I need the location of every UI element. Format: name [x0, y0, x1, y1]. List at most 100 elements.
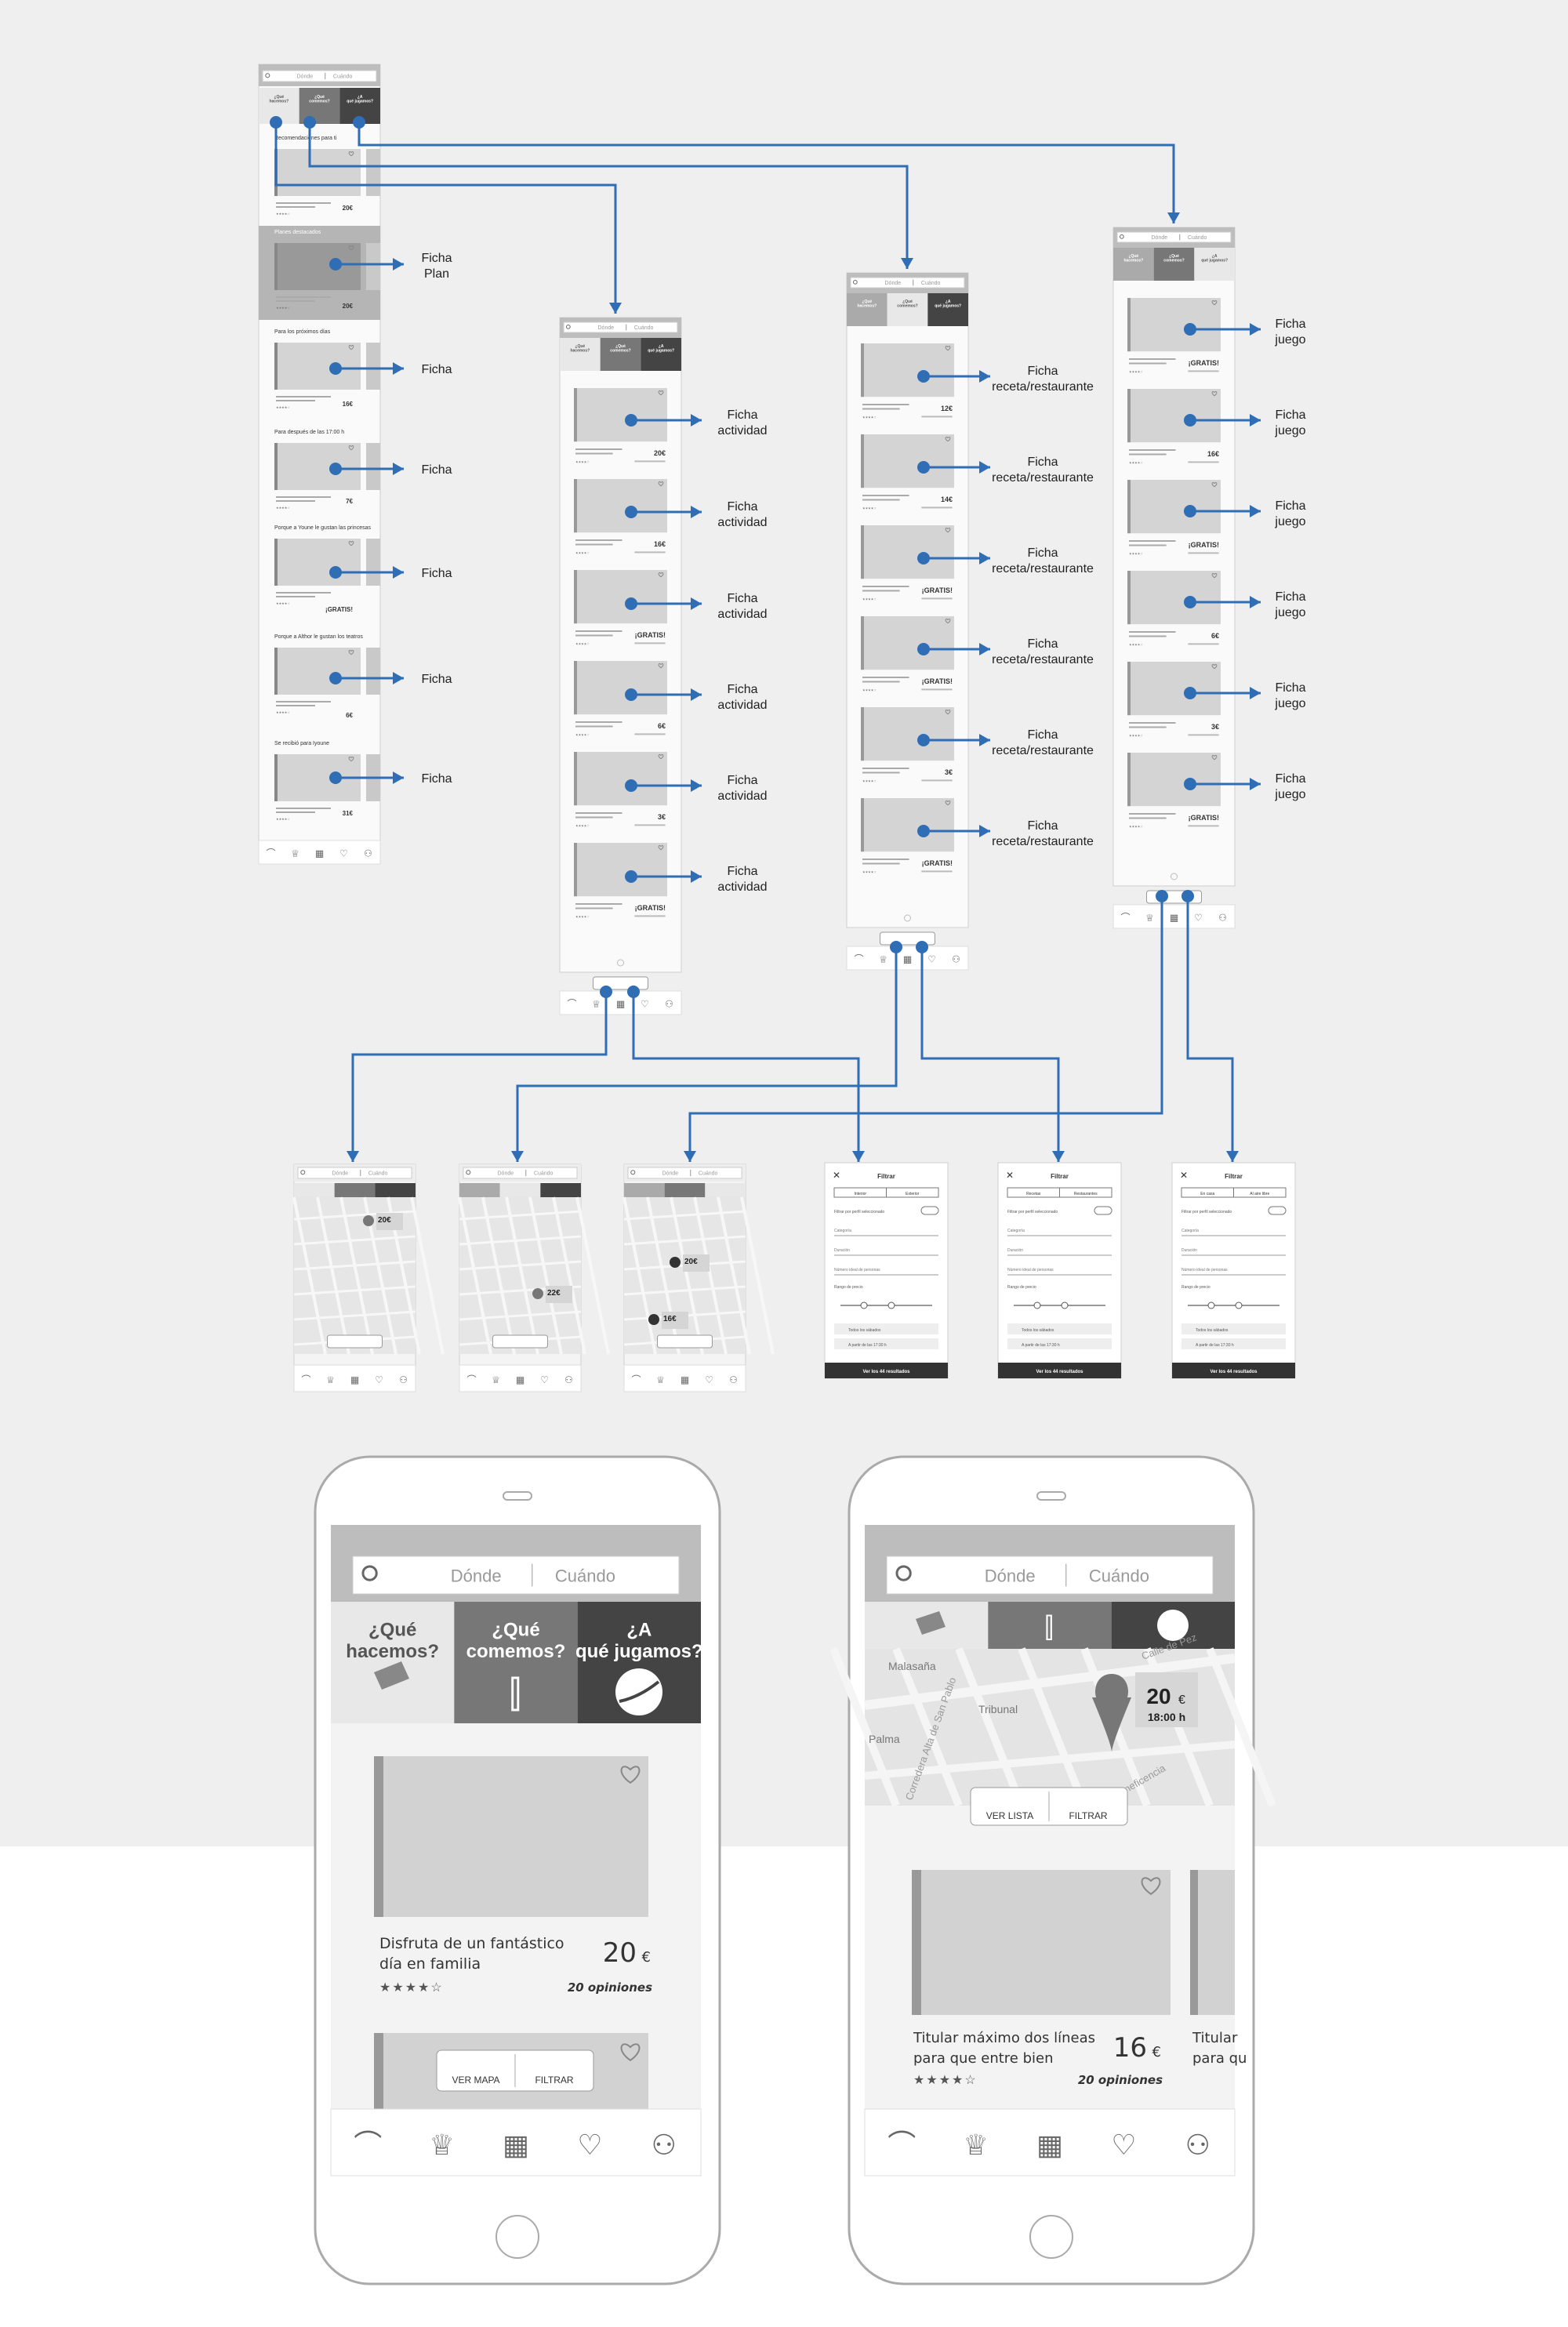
favorites-icon[interactable]: ♡: [540, 1374, 549, 1385]
time-chip[interactable]: [834, 1338, 938, 1349]
day-chip[interactable]: [834, 1323, 938, 1334]
heart-icon[interactable]: [945, 619, 951, 624]
profile-icon[interactable]: ⚇: [952, 953, 960, 964]
tab-hacemos[interactable]: [1113, 248, 1154, 281]
pin-icon[interactable]: [363, 1215, 374, 1226]
map-filter-toggle[interactable]: [327, 1334, 383, 1349]
home-icon[interactable]: ⌒: [854, 953, 863, 964]
trophy-icon[interactable]: ♕: [1145, 912, 1154, 923]
segment-option[interactable]: [1233, 1187, 1287, 1198]
home-icon[interactable]: ⌒: [466, 1374, 476, 1385]
tab-comemos[interactable]: [664, 1183, 706, 1197]
home-button[interactable]: [1029, 2215, 1073, 2259]
search-input[interactable]: [1116, 231, 1232, 243]
pin-icon[interactable]: [532, 1288, 543, 1299]
profile-icon[interactable]: ⚇: [729, 1374, 738, 1385]
tab-comemos[interactable]: [499, 1183, 541, 1197]
map-filter-toggle[interactable]: [492, 1334, 548, 1349]
heart-icon[interactable]: [658, 754, 664, 760]
calendar-icon[interactable]: ▦: [350, 1374, 359, 1385]
heart-icon[interactable]: [1211, 482, 1218, 488]
home-icon[interactable]: ⌒: [266, 848, 275, 859]
profile-toggle[interactable]: [920, 1206, 939, 1215]
price-slider-handle[interactable]: [1033, 1301, 1041, 1309]
tab-comemos[interactable]: [988, 1602, 1112, 1649]
heart-icon[interactable]: [945, 710, 951, 715]
results-button[interactable]: [825, 1363, 948, 1378]
home-icon[interactable]: ⌒: [887, 2129, 916, 2161]
results-button[interactable]: [998, 1363, 1121, 1378]
heart-icon[interactable]: [348, 757, 354, 762]
calendar-icon[interactable]: ▦: [903, 953, 912, 964]
home-icon[interactable]: ⌒: [354, 2129, 382, 2161]
profile-icon[interactable]: ⚇: [364, 848, 372, 859]
search-input[interactable]: [352, 1556, 680, 1595]
heart-icon[interactable]: [1211, 664, 1218, 670]
profile-icon[interactable]: ⚇: [665, 998, 673, 1009]
filter-button[interactable]: FILTRAR: [535, 2075, 573, 2086]
home-icon[interactable]: ⌒: [567, 998, 576, 1009]
segment-option[interactable]: [1059, 1187, 1112, 1198]
favorites-icon[interactable]: ♡: [375, 1374, 383, 1385]
map-filter-toggle[interactable]: [593, 976, 648, 990]
profile-toggle[interactable]: [1268, 1206, 1287, 1215]
heart-icon[interactable]: [658, 845, 664, 851]
heart-icon[interactable]: [658, 390, 664, 396]
favorites-icon[interactable]: ♡: [577, 2129, 602, 2161]
trophy-icon[interactable]: ♕: [879, 953, 887, 964]
heart-icon[interactable]: [348, 650, 354, 655]
heart-icon[interactable]: [1211, 391, 1218, 397]
favorites-icon[interactable]: ♡: [1111, 2129, 1136, 2161]
home-button[interactable]: [495, 2215, 539, 2259]
calendar-icon[interactable]: ▦: [1170, 912, 1178, 923]
favorites-icon[interactable]: ♡: [927, 953, 936, 964]
heart-icon[interactable]: [348, 541, 354, 546]
calendar-icon[interactable]: ▦: [681, 1374, 689, 1385]
pin-icon[interactable]: [648, 1314, 659, 1325]
profile-icon[interactable]: ⚇: [652, 2129, 677, 2161]
heart-icon[interactable]: [945, 800, 951, 806]
heart-icon[interactable]: [945, 346, 951, 351]
close-icon[interactable]: ✕: [1180, 1170, 1188, 1181]
time-chip[interactable]: [1181, 1338, 1286, 1349]
heart-icon[interactable]: [945, 528, 951, 533]
tab-hacemos[interactable]: [560, 338, 601, 371]
tab-hacemos[interactable]: [624, 1183, 665, 1197]
heart-icon[interactable]: [658, 481, 664, 487]
search-input[interactable]: [297, 1167, 412, 1179]
heart-icon[interactable]: [658, 663, 664, 669]
tab-jugamos[interactable]: [705, 1183, 746, 1197]
trophy-icon[interactable]: ♕: [291, 848, 299, 859]
pin-icon[interactable]: [670, 1257, 681, 1268]
heart-icon[interactable]: [620, 2043, 641, 2062]
trophy-icon[interactable]: ♕: [429, 2129, 454, 2161]
tab-jugamos[interactable]: [375, 1183, 416, 1197]
tab-hacemos[interactable]: [331, 1602, 455, 1723]
time-chip[interactable]: [1007, 1338, 1112, 1349]
heart-icon[interactable]: [1211, 755, 1218, 761]
search-input[interactable]: [463, 1167, 578, 1179]
tab-jugamos[interactable]: [927, 293, 968, 326]
price-slider-handle[interactable]: [1061, 1301, 1069, 1309]
search-input[interactable]: [850, 277, 965, 289]
tab-comemos[interactable]: [600, 338, 641, 371]
search-input[interactable]: [563, 321, 678, 333]
tab-hacemos[interactable]: [294, 1183, 335, 1197]
price-slider-handle[interactable]: [887, 1301, 895, 1309]
trophy-icon[interactable]: ♕: [592, 998, 601, 1009]
favorites-icon[interactable]: ♡: [1194, 912, 1203, 923]
search-input[interactable]: [627, 1167, 742, 1179]
tab-comemos[interactable]: [334, 1183, 376, 1197]
filter-button[interactable]: FILTRAR: [1069, 1810, 1107, 1821]
home-icon[interactable]: ⌒: [301, 1374, 310, 1385]
tab-jugamos[interactable]: [641, 338, 681, 371]
tab-hacemos[interactable]: [459, 1183, 500, 1197]
heart-icon[interactable]: [348, 445, 354, 451]
heart-icon[interactable]: [348, 151, 354, 157]
tab-comemos[interactable]: [454, 1602, 578, 1723]
segment-option[interactable]: [886, 1187, 939, 1198]
tab-comemos[interactable]: [1153, 248, 1195, 281]
heart-icon[interactable]: [1211, 300, 1218, 306]
map-filter-toggle[interactable]: [880, 931, 935, 946]
tab-jugamos[interactable]: [540, 1183, 581, 1197]
